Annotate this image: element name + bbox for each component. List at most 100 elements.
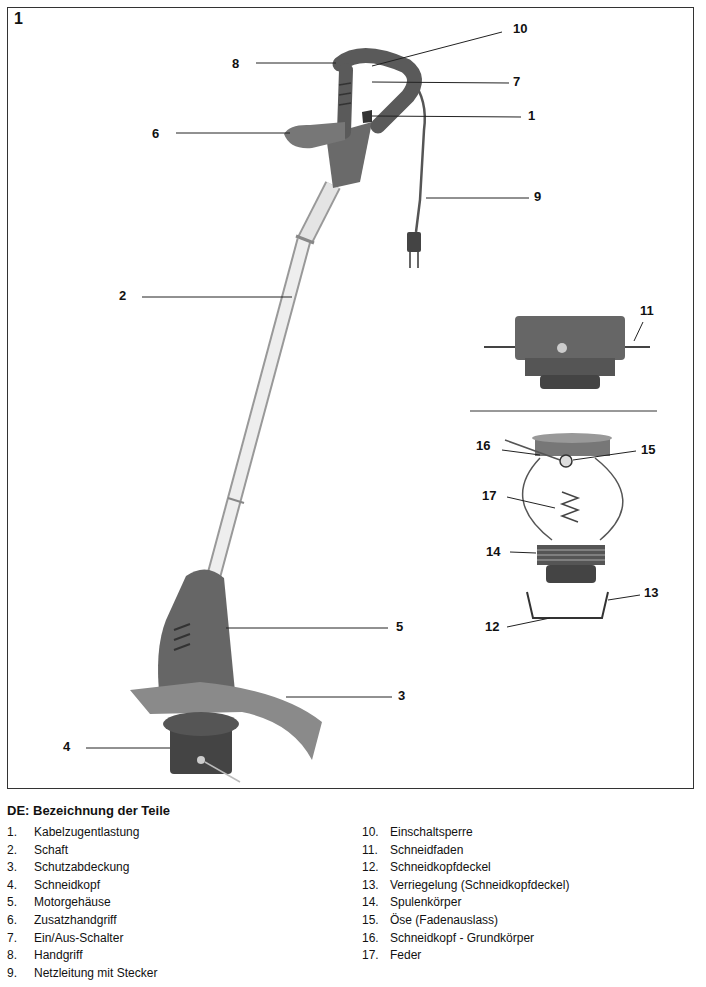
parts-list-entry: 15. [362, 914, 379, 928]
callout-number: 3 [398, 689, 405, 704]
leader-line [372, 82, 509, 83]
parts-list-entry: Verriegelung (Schneidkopfdeckel) [390, 879, 569, 893]
parts-list-entry: Öse (Fadenauslass) [390, 914, 498, 928]
parts-list-entry: 9. [7, 967, 17, 981]
cutting-line-loop [523, 458, 552, 540]
plug-prong [417, 252, 419, 268]
shaft-collar [296, 236, 314, 243]
callout-number: 2 [119, 289, 126, 304]
callout-number: 6 [152, 127, 159, 142]
motor-housing [158, 569, 236, 702]
cutting-line [505, 440, 560, 460]
leader-line [372, 32, 502, 66]
parts-list-entry: 16. [362, 932, 379, 946]
callout-number: 15 [641, 443, 655, 458]
leader-line [510, 552, 536, 553]
parts-list-entry: Spulenkörper [390, 896, 461, 910]
parts-list-entry: Netzleitung mit Stecker [34, 967, 157, 981]
leader-line [507, 497, 555, 508]
parts-list-entry: Schneidfaden [390, 844, 463, 858]
parts-list-entry: 5. [7, 896, 17, 910]
leader-line [256, 63, 336, 64]
callout-number: 8 [232, 57, 239, 72]
parts-list-entry: 17. [362, 949, 379, 963]
plug [407, 232, 421, 252]
leader-line [226, 628, 388, 629]
spool [537, 545, 605, 565]
parts-list-entry: 7. [7, 932, 17, 946]
housing-ribs [174, 624, 190, 650]
shaft-collar [228, 498, 244, 503]
parts-list-entry: Zusatzhandgriff [34, 914, 117, 928]
parts-list-entry: 12. [362, 861, 379, 875]
figure-frame [8, 8, 694, 789]
leader-line [286, 697, 392, 698]
parts-list-entry: Schneidkopf - Grundkörper [390, 932, 534, 946]
callout-number: 4 [63, 740, 70, 755]
head-assembled [515, 316, 625, 360]
parts-list-entry: Motorgehäuse [34, 896, 111, 910]
head-base-top [532, 433, 612, 443]
parts-list-entry: 1. [7, 826, 17, 840]
switch [362, 110, 372, 123]
plug-prong [409, 252, 411, 268]
eyelet [557, 343, 567, 353]
leader-line [426, 198, 529, 199]
callout-number: 9 [534, 190, 541, 205]
parts-list-entry: Schneidkopfdeckel [390, 861, 491, 875]
list-heading: DE: Bezeichnung der Teile [7, 804, 170, 819]
parts-list-entry: 4. [7, 879, 17, 893]
separator-line [470, 411, 657, 412]
eyelet [560, 455, 572, 467]
parts-list-entry: 2. [7, 844, 17, 858]
parts-list-entry: Ein/Aus-Schalter [34, 932, 123, 946]
parts-list-entry: 11. [362, 844, 378, 858]
cutting-head-top [163, 712, 239, 736]
leader-line [507, 618, 550, 627]
callout-number: 17 [482, 489, 496, 504]
parts-list-entry: Einschaltsperre [390, 826, 473, 840]
leader-line [176, 133, 290, 134]
callout-number: 1 [528, 109, 535, 124]
parts-list-entry: Kabelzugentlastung [34, 826, 139, 840]
leader-line [372, 116, 521, 117]
shaft-lower [214, 240, 304, 575]
cutting-line [205, 762, 240, 782]
head-assembled [540, 375, 600, 389]
head-assembled [525, 358, 615, 376]
spool-winding [537, 550, 605, 560]
cutting-line-loop [595, 458, 623, 540]
callout-number: 7 [513, 75, 520, 90]
parts-list-entry: 6. [7, 914, 17, 928]
leader-line [634, 322, 643, 341]
callout-number: 12 [485, 620, 499, 635]
spring [562, 492, 578, 522]
parts-list-entry: 3. [7, 861, 17, 875]
leader-line [502, 450, 540, 455]
leader-line [608, 595, 640, 600]
callout-number: 5 [396, 620, 403, 635]
power-cable [412, 80, 425, 232]
shaft-upper [305, 185, 333, 240]
shaft-lower [214, 240, 304, 575]
eyelet [197, 756, 205, 764]
parts-list-entry: Handgriff [34, 949, 82, 963]
callout-number: 14 [486, 545, 500, 560]
leader-lines [86, 32, 643, 748]
parts-list-entry: Schaft [34, 844, 68, 858]
callout-number: 10 [513, 22, 527, 37]
parts-list-entry: Schutzabdeckung [34, 861, 129, 875]
figure-number: 1 [14, 10, 23, 28]
shaft-upper [305, 185, 333, 240]
head-cover [527, 592, 608, 618]
callout-number: 16 [476, 439, 490, 454]
leader-line [86, 748, 170, 749]
parts-list-entry: 10. [362, 826, 379, 840]
leader-line [573, 451, 636, 460]
callout-number: 13 [644, 586, 658, 601]
grip-ribs [339, 83, 351, 105]
parts-list-entry: Schneidkopf [34, 879, 100, 893]
parts-list-entry: Feder [390, 949, 421, 963]
cutting-line [484, 346, 515, 348]
